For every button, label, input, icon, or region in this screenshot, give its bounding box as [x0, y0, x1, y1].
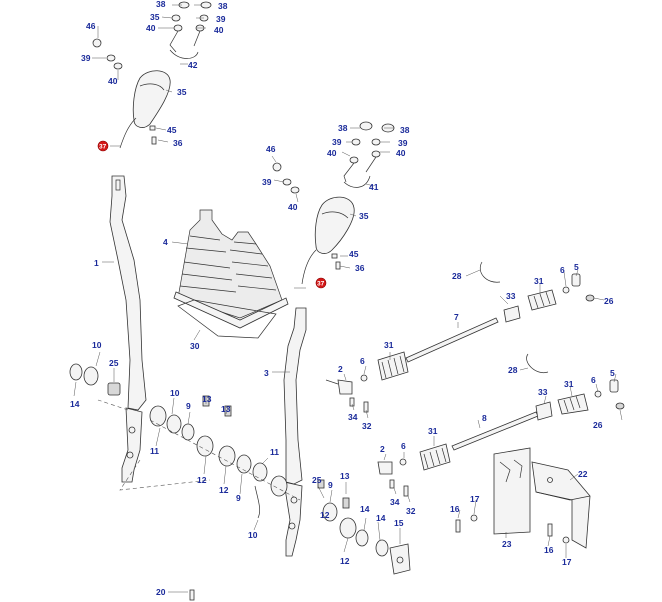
label-20: 20 [156, 587, 166, 597]
label-10: 10 [92, 340, 102, 350]
upper-left-knob-assembly [92, 1, 212, 149]
label-12: 12 [219, 485, 229, 495]
label-16: 16 [544, 545, 554, 555]
label-40: 40 [108, 76, 118, 86]
label-36: 36 [173, 138, 183, 148]
label-6: 6 [401, 441, 406, 451]
label-38: 38 [400, 125, 410, 135]
label-4: 4 [163, 237, 168, 247]
label-3: 3 [264, 368, 269, 378]
callout-37-marker [315, 277, 327, 289]
left-shift-lever [109, 175, 147, 483]
label-13: 13 [202, 394, 212, 404]
label-26: 26 [593, 420, 603, 430]
label-2: 2 [380, 444, 385, 454]
leader-lines [73, 4, 623, 593]
label-46: 46 [266, 144, 276, 154]
label-39: 39 [262, 177, 272, 187]
label-31: 31 [564, 379, 574, 389]
label-5: 5 [574, 262, 579, 272]
label-31: 31 [428, 426, 438, 436]
shaft-8-assembly [377, 353, 625, 497]
callout-37-marker [97, 140, 109, 152]
label-39: 39 [216, 14, 226, 24]
label-36: 36 [355, 263, 365, 273]
label-37: 37 [317, 281, 325, 288]
label-11: 11 [270, 447, 279, 457]
label-39: 39 [81, 53, 91, 63]
label-32: 32 [362, 421, 372, 431]
label-38: 38 [156, 0, 166, 9]
label-8: 8 [482, 413, 487, 423]
label-12: 12 [340, 556, 350, 566]
label-35: 35 [177, 87, 187, 97]
label-31: 31 [534, 276, 544, 286]
label-17: 17 [470, 494, 480, 504]
label-14: 14 [360, 504, 370, 514]
label-23: 23 [502, 539, 512, 549]
right-pivot-stack [317, 479, 411, 575]
label-31: 31 [384, 340, 394, 350]
label-7: 7 [454, 312, 459, 322]
label-6: 6 [360, 356, 365, 366]
label-12: 12 [320, 510, 330, 520]
label-17: 17 [562, 557, 572, 567]
label-6: 6 [560, 265, 565, 275]
mounting-brackets [189, 447, 591, 601]
shaft-7-assembly [325, 261, 595, 413]
label-34: 34 [348, 412, 358, 422]
label-40: 40 [327, 148, 337, 158]
label-45: 45 [167, 125, 177, 135]
left-pivot-stack [69, 363, 301, 519]
label-30: 30 [190, 341, 200, 351]
label-9: 9 [328, 480, 333, 490]
part-number-labels: 38 38 35 39 40 40 46 39 40 42 35 45 36 3… [70, 0, 615, 597]
label-11: 11 [150, 446, 159, 456]
label-39: 39 [398, 138, 408, 148]
label-13: 13 [340, 471, 350, 481]
label-5: 5 [610, 368, 615, 378]
label-34: 34 [390, 497, 400, 507]
label-33: 33 [538, 387, 548, 397]
label-16: 16 [450, 504, 460, 514]
label-42: 42 [188, 60, 198, 70]
label-25: 25 [109, 358, 119, 368]
label-37: 37 [99, 144, 107, 151]
label-9: 9 [186, 401, 191, 411]
label-6: 6 [591, 375, 596, 385]
label-32: 32 [406, 506, 416, 516]
label-13: 13 [221, 404, 231, 414]
label-1: 1 [94, 258, 99, 268]
label-33: 33 [506, 291, 516, 301]
rubber-boot-assembly [173, 209, 289, 339]
right-shift-lever [283, 307, 307, 557]
label-38: 38 [338, 123, 348, 133]
label-14: 14 [70, 399, 80, 409]
label-2: 2 [338, 364, 343, 374]
label-45: 45 [349, 249, 359, 259]
label-40: 40 [288, 202, 298, 212]
label-28: 28 [508, 365, 518, 375]
label-12: 12 [197, 475, 207, 485]
label-38: 38 [218, 1, 228, 11]
label-46: 46 [86, 21, 96, 31]
label-35: 35 [150, 12, 160, 22]
label-40: 40 [146, 23, 156, 33]
label-39: 39 [332, 137, 342, 147]
label-22: 22 [578, 469, 588, 479]
label-10: 10 [170, 388, 180, 398]
label-28: 28 [452, 271, 462, 281]
label-25: 25 [312, 475, 322, 485]
label-9: 9 [236, 493, 241, 503]
label-40: 40 [396, 148, 406, 158]
label-26: 26 [604, 296, 614, 306]
label-41: 41 [369, 182, 379, 192]
label-40: 40 [214, 25, 224, 35]
label-15: 15 [394, 518, 404, 528]
label-10: 10 [248, 530, 258, 540]
label-14: 14 [376, 513, 386, 523]
label-35: 35 [359, 211, 369, 221]
